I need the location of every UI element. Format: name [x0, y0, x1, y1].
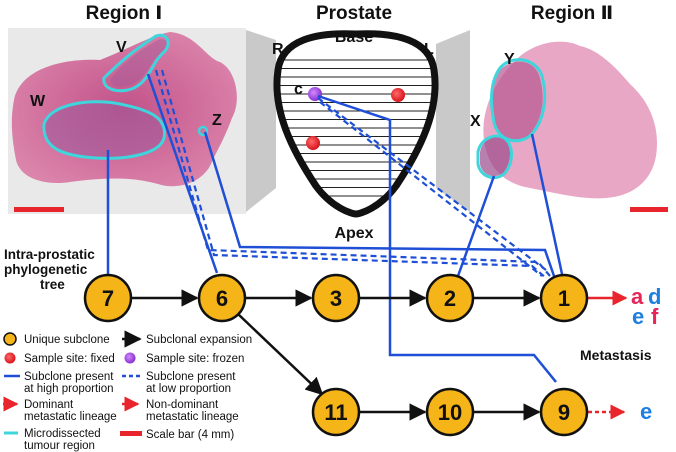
sample-site-fixed-2	[306, 136, 320, 150]
legend-micro-2: tumour region	[24, 440, 95, 452]
metastasis-d: d	[648, 284, 661, 309]
label-x: X	[470, 113, 481, 130]
subclone-node-2: 2	[425, 273, 475, 323]
tree-label-line1: Intra-prostatic	[4, 247, 95, 262]
link-c-to-1-low-a	[317, 97, 547, 271]
low-proportion-links	[154, 69, 551, 279]
link-z-to-1	[203, 131, 556, 277]
metastasis-e: e	[632, 304, 644, 329]
legend-fixed-icon	[4, 352, 16, 364]
legend-high-1: Subclone present	[24, 371, 114, 383]
subclone-node-3: 3	[311, 273, 361, 323]
link-v-to-1-low-b	[160, 69, 547, 279]
region1-histology-panel	[8, 28, 246, 214]
metastasis-e-nondominant: e	[640, 399, 652, 424]
label-apex: Apex	[334, 225, 373, 242]
link-v-to-6	[146, 73, 219, 274]
legend-low-2: at low proportion	[146, 383, 231, 395]
legend-dominant-2: metastatic lineage	[24, 411, 117, 423]
subclone-node-label: 9	[558, 400, 570, 425]
region2-histology-panel	[470, 28, 672, 214]
legend-subclonal-expansion: Subclonal expansion	[146, 334, 252, 346]
subclone-node-9: 9	[539, 387, 589, 437]
region-v-outline	[102, 33, 170, 93]
region2-scale-bar	[630, 207, 668, 212]
label-left: L	[424, 41, 434, 58]
edge-6-11	[237, 313, 324, 396]
metastasis-title: Metastasis	[580, 347, 652, 363]
label-y: Y	[504, 51, 515, 68]
legend-low-1: Subclone present	[146, 371, 236, 383]
metastasis-f: f	[651, 304, 659, 329]
subclone-node-circle	[425, 387, 475, 437]
subclone-node-circle	[425, 273, 475, 323]
prostate-diagram	[273, 30, 439, 218]
label-w: W	[30, 93, 46, 110]
region1-header: Region Ⅰ	[86, 3, 163, 24]
legend-nondominant-2: metastatic lineage	[146, 411, 239, 423]
subclone-node-label: 10	[438, 400, 462, 425]
link-c-to-9	[317, 94, 557, 383]
tree-label-line3: tree	[40, 277, 65, 292]
region1-scale-bar	[14, 207, 64, 212]
label-v: V	[116, 39, 127, 56]
legend-scale-bar-icon	[120, 431, 142, 436]
subclone-node-circle	[539, 273, 589, 323]
subclone-node-label: 3	[330, 286, 342, 311]
legend-unique-subclone: Unique subclone	[24, 334, 110, 346]
subclone-node-11: 11	[311, 387, 361, 437]
legend-scale-bar: Scale bar (4 mm)	[146, 429, 234, 441]
legend-sample-frozen: Sample site: frozen	[146, 353, 244, 365]
subclone-node-6: 6	[197, 273, 247, 323]
legend-sample-fixed: Sample site: fixed	[24, 353, 115, 365]
link-v-to-1-low-a	[154, 69, 551, 277]
label-site-c: c	[294, 81, 303, 98]
legend-nondominant-1: Non-dominant	[146, 399, 219, 411]
label-z: Z	[212, 112, 222, 129]
subclone-node-circle	[311, 273, 361, 323]
prostate-header: Prostate	[316, 3, 392, 24]
subclone-node-10: 10	[425, 387, 475, 437]
metastasis-a: a	[631, 284, 644, 309]
zoom-wedge-right	[436, 30, 470, 212]
region-z-outline	[197, 125, 209, 137]
subclone-node-label: 2	[444, 286, 456, 311]
legend-micro-1: Microdissected	[24, 428, 101, 440]
legend-node-icon	[3, 332, 17, 346]
label-right: R	[272, 41, 284, 58]
subclone-node-label: 11	[324, 400, 347, 425]
prostate-outline	[273, 30, 439, 218]
legend-frozen-icon	[124, 352, 136, 364]
tree-edges	[131, 289, 541, 421]
zoom-wedge-left	[246, 30, 276, 212]
subclone-node-1: 1	[539, 273, 589, 323]
region-w-outline	[42, 100, 167, 160]
subclone-node-circle	[539, 387, 589, 437]
subclone-node-label: 6	[216, 286, 228, 311]
subclone-node-circle	[311, 387, 361, 437]
legend-high-2: at high proportion	[24, 383, 114, 395]
subclone-node-label: 1	[558, 286, 570, 311]
tree-label-line2: phylogenetic	[4, 262, 88, 277]
region-x-outline	[476, 134, 513, 180]
region2-header: Region Ⅱ	[531, 3, 613, 24]
label-base: Base	[335, 29, 373, 46]
link-y-to-1	[530, 133, 564, 275]
subclone-node-circle	[83, 273, 133, 323]
legend-dominant-1: Dominant	[24, 399, 74, 411]
subclone-node-label: 7	[102, 286, 114, 311]
link-c-to-1-low-b	[319, 101, 543, 277]
subclone-node-circle	[197, 273, 247, 323]
subclone-node-7: 7	[83, 273, 133, 323]
legend: Unique subclone Subclonal expansion Samp…	[3, 330, 252, 452]
high-proportion-links	[106, 73, 564, 383]
sample-site-fixed-1	[391, 88, 405, 102]
